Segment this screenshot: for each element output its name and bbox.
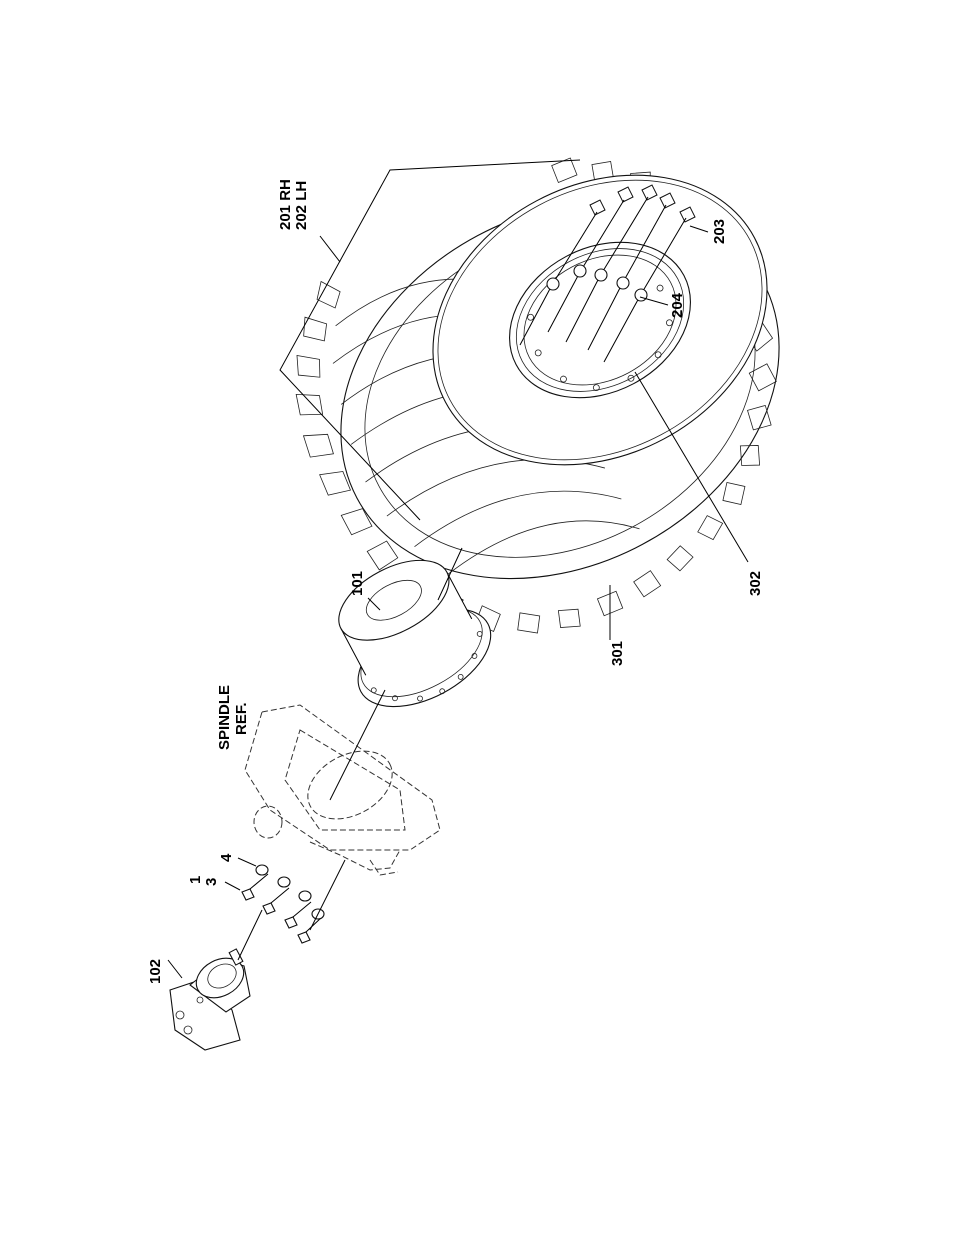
callout-302: 302 xyxy=(747,571,764,596)
callout-101: 101 xyxy=(349,571,366,596)
callout-3: 3 xyxy=(203,878,220,886)
callout-spindle-ref: REF. xyxy=(233,702,250,735)
hydraulic-motor xyxy=(170,949,251,1050)
callout-202-lh: 202 LH xyxy=(293,181,310,230)
callout-1: 1 xyxy=(187,876,204,884)
callout-201-rh: 201 RH xyxy=(277,179,294,230)
tire-assembly xyxy=(238,98,867,705)
callout-spindle: SPINDLE xyxy=(216,685,233,750)
callout-203: 203 xyxy=(711,219,728,244)
callout-102: 102 xyxy=(147,959,164,984)
callout-4: 4 xyxy=(218,853,235,862)
callout-204: 204 xyxy=(669,292,686,318)
callout-301: 301 xyxy=(609,641,626,666)
spindle-ref xyxy=(245,705,440,875)
